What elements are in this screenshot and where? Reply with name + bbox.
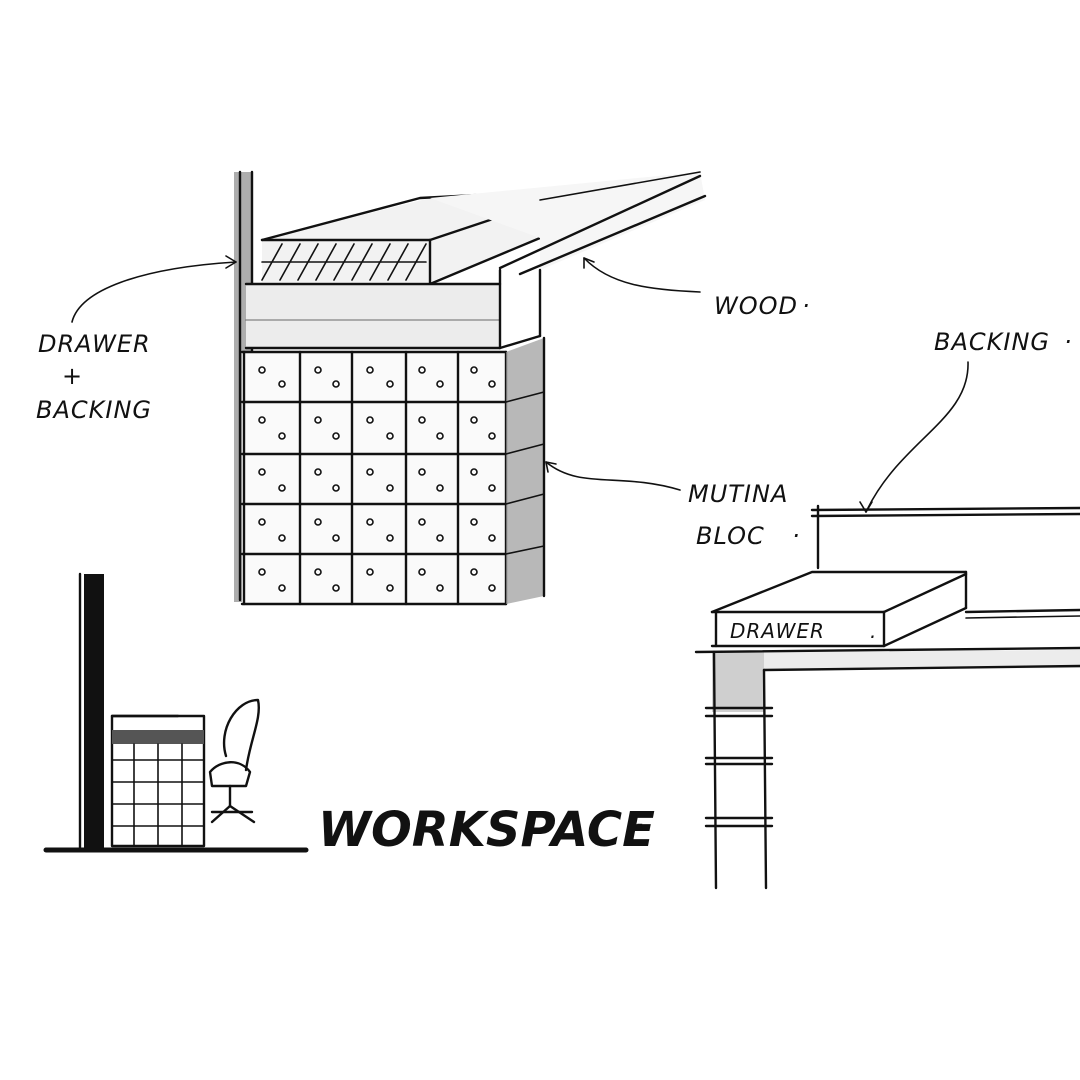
leader-lines [71,255,969,513]
leader-wood [583,257,701,293]
label-mutina-dot: · [792,522,801,550]
label-drawer: DRAWER [730,619,825,643]
wall-post [84,574,104,850]
label-workspace: WORKSPACE [318,802,655,858]
top-drawer [260,190,542,286]
label-wood-dot: · [802,292,811,320]
label-drawer-backing-plus: + [62,362,83,390]
label-drawer-dot: . [870,619,877,643]
wood-slab [244,268,542,350]
label-backing: BACKING [934,328,1050,356]
leader-mutina [545,461,681,491]
side-elevation [43,572,309,853]
chair [208,698,260,824]
annotations: DRAWER + BACKING WOOD · BACKING · MUTINA… [36,292,1073,858]
label-backing-dot: · [1064,328,1073,356]
label-mutina-line2: BLOC [696,522,765,550]
perspective-desk [234,170,707,606]
label-workspace-dot: · [634,810,645,843]
label-mutina-line1: MUTINA [688,480,788,508]
label-drawer-backing-line1: DRAWER [38,330,151,358]
label-wood: WOOD [714,292,798,320]
leader-backing [865,361,969,513]
label-drawer-backing-line2: BACKING [36,396,152,424]
leader-drawer-backing [71,261,237,323]
section-drawer [710,570,968,648]
drawer-hatching [261,243,427,281]
wood-top [430,171,707,276]
section-detail [694,504,1080,890]
mutina-bloc-side [505,336,546,604]
mutina-bloc-grid [240,350,508,606]
